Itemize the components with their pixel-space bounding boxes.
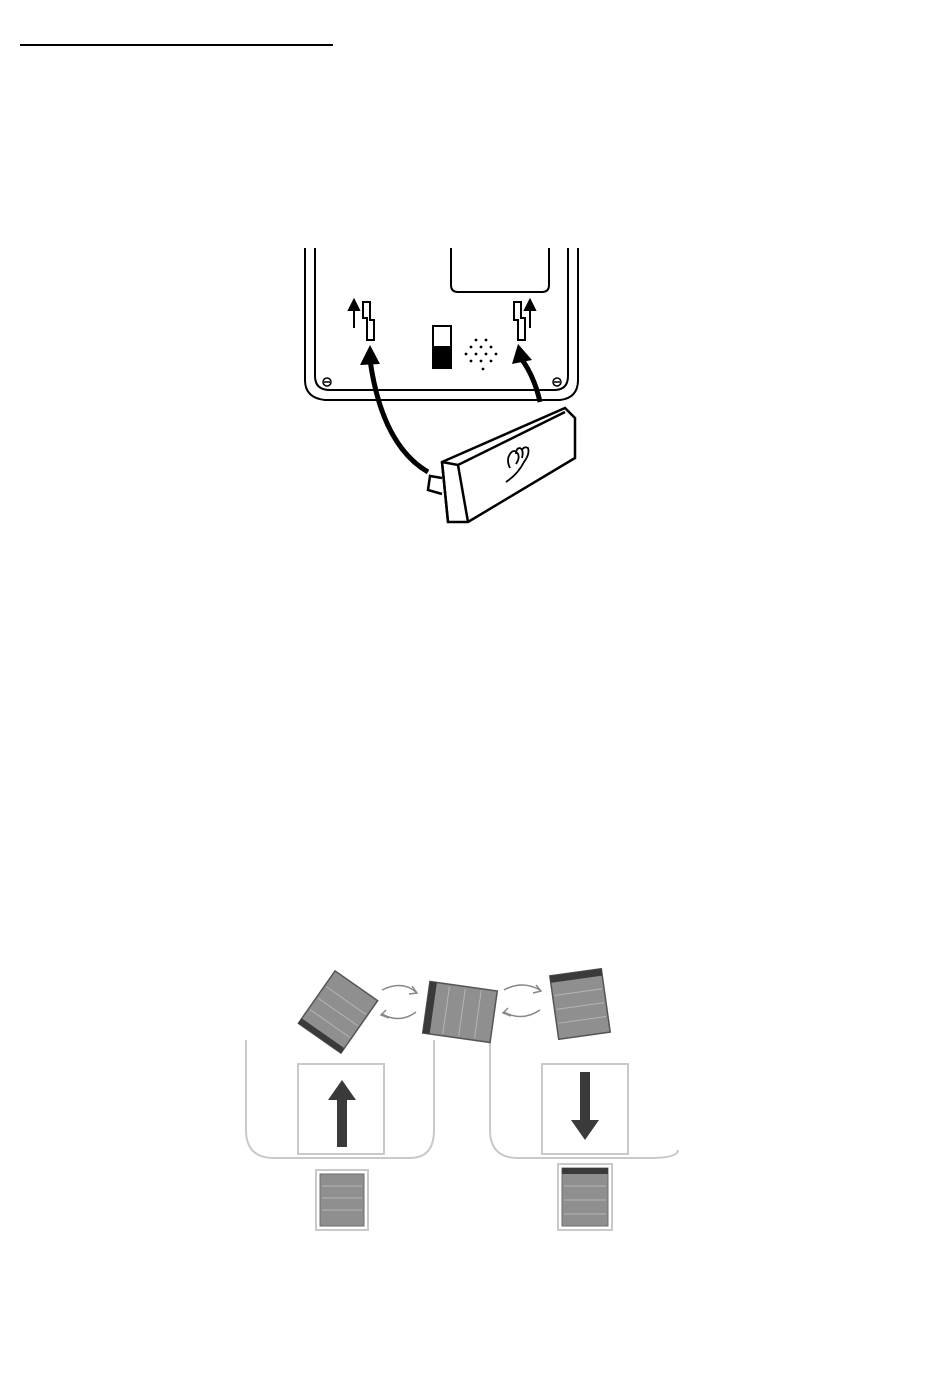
display-orientation-figure [230, 960, 700, 1240]
section-heading-rule [20, 44, 333, 46]
arrow-head-icon [360, 345, 380, 365]
up-arrow-panel [298, 1064, 384, 1154]
stand-piece-icon [428, 408, 575, 522]
device-back-outline [305, 248, 578, 400]
speaker-grille-icon [465, 339, 498, 371]
stand-mount-icon [290, 240, 590, 540]
device-upright [316, 1170, 368, 1230]
down-arrow-panel [542, 1064, 628, 1154]
arrow-head-icon [512, 344, 532, 364]
screw-icon [323, 378, 561, 386]
device-tilted-center [423, 982, 498, 1043]
device-tilted-left [298, 971, 377, 1053]
stand-attachment-figure [290, 240, 590, 540]
rotate-orientation-icon [230, 960, 700, 1240]
device-tilted-right [550, 969, 610, 1040]
left-slot-icon [349, 300, 374, 340]
slide-switch-icon [433, 326, 451, 368]
device-inverted [558, 1164, 612, 1230]
right-slot-icon [514, 300, 535, 340]
